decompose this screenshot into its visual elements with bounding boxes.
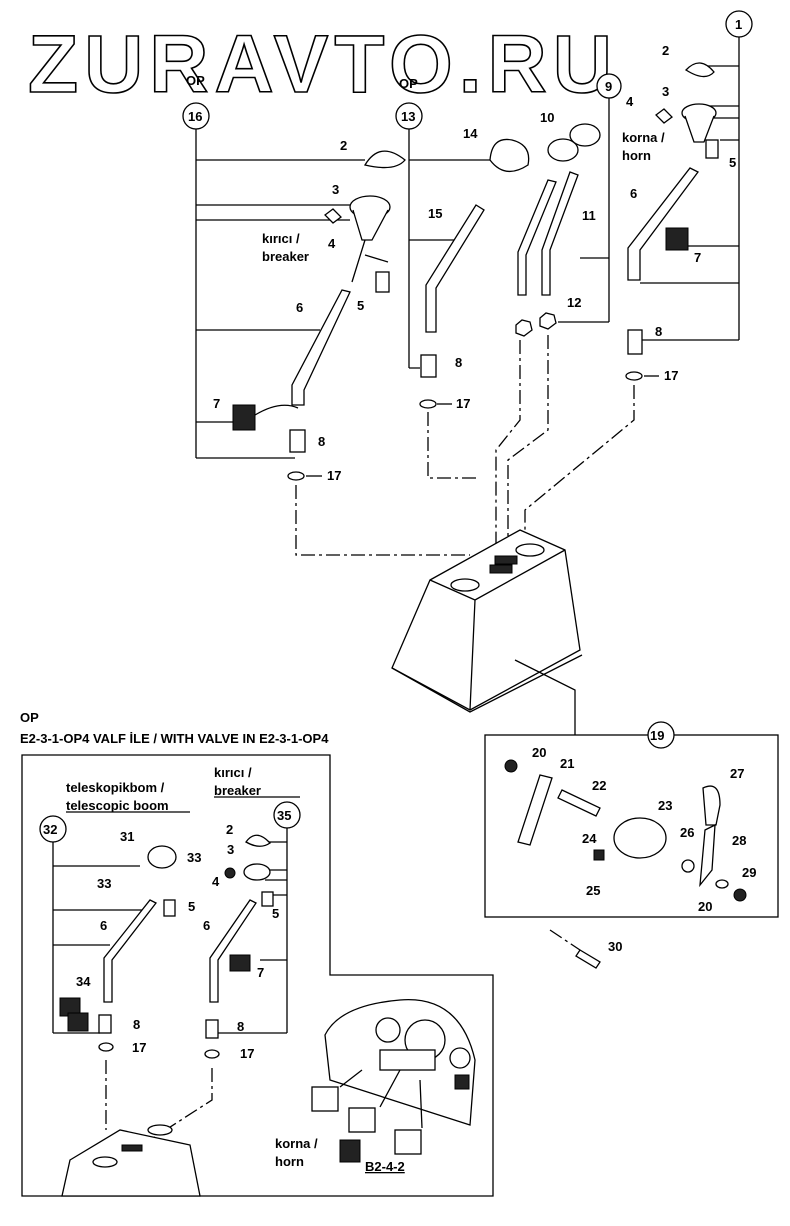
- assembly-9: 9 10 11 12: [515, 73, 622, 337]
- part-7c: 7: [694, 250, 701, 265]
- part-6a: 6: [296, 300, 303, 315]
- breaker-label-2: breaker: [262, 249, 309, 264]
- callout-9: 9: [605, 79, 612, 94]
- part-3e: 3: [227, 842, 234, 857]
- breaker-low-2: breaker: [214, 783, 261, 798]
- part-20b: 20: [698, 899, 712, 914]
- part-8e: 8: [237, 1019, 244, 1034]
- center-console: [295, 335, 635, 735]
- part-27: 27: [730, 766, 744, 781]
- part-29: 29: [742, 865, 756, 880]
- part-22: 22: [592, 778, 606, 793]
- assembly-16: 16 OP 2 3 4 kırıcı / breaker 5 6 7 8 17: [182, 73, 406, 483]
- part-5c: 5: [729, 155, 736, 170]
- part-8b: 8: [455, 355, 462, 370]
- op-label-lower: OP: [20, 710, 39, 725]
- part-25: 25: [586, 883, 600, 898]
- part-5a: 5: [357, 298, 364, 313]
- part-8d: 8: [133, 1017, 140, 1032]
- callout-35: 35: [277, 808, 291, 823]
- part-7a: 7: [213, 396, 220, 411]
- part-17a: 17: [327, 468, 341, 483]
- part-2e: 2: [226, 822, 233, 837]
- callout-19: 19: [650, 728, 664, 743]
- part-4e: 4: [212, 874, 220, 889]
- tele-label-2: telescopic boom: [66, 798, 169, 813]
- horn-low-2: horn: [275, 1154, 304, 1169]
- part-3c: 3: [662, 84, 669, 99]
- part-4c: 4: [626, 94, 634, 109]
- part-17e: 17: [240, 1046, 254, 1061]
- horn-label-2: horn: [622, 148, 651, 163]
- part-33b: 33: [97, 876, 111, 891]
- tele-label-1: teleskopikbom /: [66, 780, 165, 795]
- part-6d: 6: [100, 918, 107, 933]
- part-17b: 17: [456, 396, 470, 411]
- part-2c: 2: [662, 43, 669, 58]
- valve-note: E2-3-1-OP4 VALF İLE / WITH VALVE IN E2-3…: [20, 731, 329, 746]
- part-21: 21: [560, 756, 574, 771]
- ref-b2-4-2: B2-4-2: [365, 1159, 405, 1174]
- lever-6: [291, 289, 351, 406]
- callout-13: 13: [401, 109, 415, 124]
- part-8a: 8: [318, 434, 325, 449]
- lever-15: [425, 204, 485, 333]
- part-28: 28: [732, 833, 746, 848]
- connector-7: [232, 404, 256, 431]
- ball-knob: [489, 138, 530, 172]
- horn-low-1: korna /: [275, 1136, 318, 1151]
- part-26: 26: [680, 825, 694, 840]
- knob-cap: [363, 150, 406, 169]
- part-2a: 2: [340, 138, 347, 153]
- breaker-label-1: kırıcı /: [262, 231, 300, 246]
- part-5-body: [375, 271, 390, 293]
- horn-label-1: korna /: [622, 130, 665, 145]
- op-label-mid: OP: [399, 76, 418, 91]
- part-6e: 6: [203, 918, 210, 933]
- lower-box: [21, 754, 494, 1197]
- part-14: 14: [463, 126, 478, 141]
- callout-32: 32: [43, 822, 57, 837]
- part-34: 34: [76, 974, 91, 989]
- callout-1: 1: [735, 17, 742, 32]
- assembly-13: 13 OP 14 15 8 17: [395, 76, 530, 411]
- callout-16: 16: [188, 109, 202, 124]
- part-33a: 33: [187, 850, 201, 865]
- part-4a: 4: [328, 236, 336, 251]
- part-31: 31: [120, 829, 134, 844]
- breaker-low-1: kırıcı /: [214, 765, 252, 780]
- lower-panel: 32 teleskopikbom / telescopic boom 31 33…: [21, 754, 494, 1197]
- op-label-left: OP: [186, 73, 205, 88]
- part-8c: 8: [655, 324, 662, 339]
- part-10: 10: [540, 110, 554, 125]
- part-15: 15: [428, 206, 442, 221]
- part-23: 23: [658, 798, 672, 813]
- part-7e: 7: [257, 965, 264, 980]
- part-6c: 6: [630, 186, 637, 201]
- assembly-1: 1 2 3 4 korna / horn 5 6 7 8 17: [622, 10, 753, 383]
- watermark: ZURAVTO.RU: [28, 19, 618, 110]
- part-17c: 17: [664, 368, 678, 383]
- part-24: 24: [582, 831, 597, 846]
- part-5d: 5: [188, 899, 195, 914]
- part-30: 30: [608, 939, 622, 954]
- part-5e: 5: [272, 906, 279, 921]
- assembly-19: 19 20 21 22 23 24 25 26 27 28 29 20 30: [484, 721, 779, 969]
- part-12: 12: [567, 295, 581, 310]
- part-20a: 20: [532, 745, 546, 760]
- part-17d: 17: [132, 1040, 146, 1055]
- part-3a: 3: [332, 182, 339, 197]
- part-11: 11: [582, 208, 596, 223]
